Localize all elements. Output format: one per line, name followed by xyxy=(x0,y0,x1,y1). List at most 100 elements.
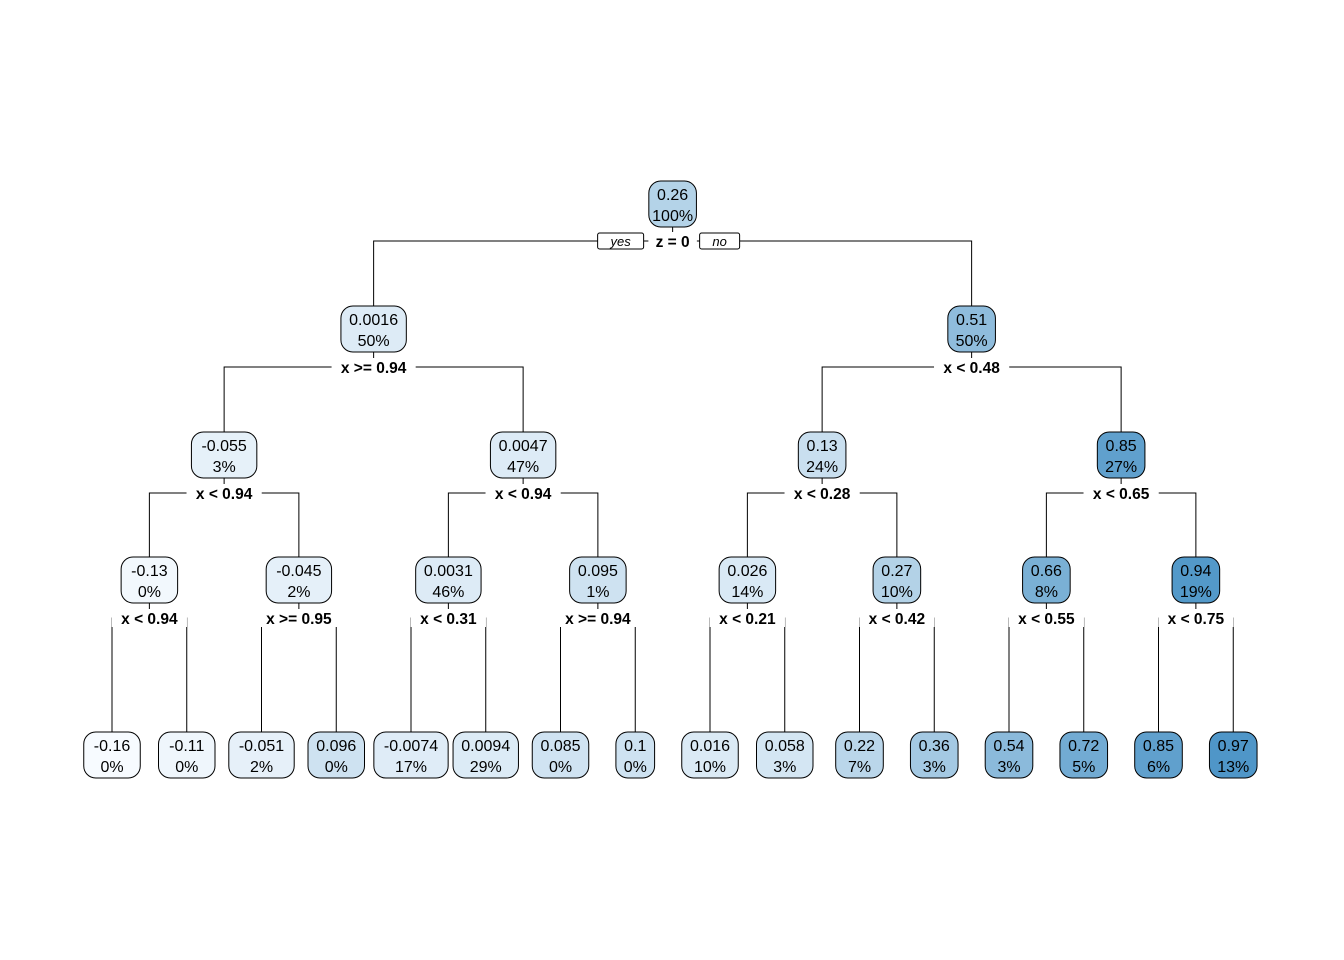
split-condition: x < 0.55 xyxy=(1018,611,1075,628)
node-box xyxy=(265,556,333,604)
split-label-bg xyxy=(1008,609,1084,627)
node-percent: 3% xyxy=(923,759,946,776)
edge-branch xyxy=(1158,617,1234,732)
split-node: 0.85 27% xyxy=(1096,431,1146,479)
node-value: 0.1 xyxy=(624,738,646,755)
node-percent: 14% xyxy=(731,584,763,601)
node-value: 0.058 xyxy=(765,738,805,755)
node-percent: 0% xyxy=(175,759,198,776)
split-label-bg xyxy=(256,609,341,627)
node-value: 0.94 xyxy=(1180,563,1211,580)
leaf-node: 0.725% xyxy=(1059,731,1109,779)
split-condition: x >= 0.95 xyxy=(266,611,332,628)
split-condition: x < 0.42 xyxy=(869,611,925,628)
node-percent: 46% xyxy=(432,584,464,601)
edge-branch xyxy=(560,617,636,732)
node-percent: 8% xyxy=(1035,584,1058,601)
split-label-bg xyxy=(648,232,697,250)
node-box xyxy=(797,431,847,479)
split-label-bg xyxy=(1083,484,1159,502)
node-box xyxy=(835,731,884,779)
split-condition: x < 0.75 xyxy=(1168,611,1225,628)
leaf-node: 0.10% xyxy=(615,731,656,779)
edge-branch xyxy=(709,617,786,732)
leaf-node: 0.058 3% xyxy=(756,731,814,779)
leaf-node: 0.085 0% xyxy=(531,731,590,779)
node-percent: 29% xyxy=(470,759,502,776)
node-value: 0.54 xyxy=(993,738,1024,755)
node-value: 0.85 xyxy=(1106,438,1137,455)
node-box xyxy=(83,731,141,779)
split-condition: x < 0.31 xyxy=(420,611,477,628)
node-percent: 13% xyxy=(1217,759,1249,776)
split-label-bg xyxy=(859,609,935,627)
node-percent: 0% xyxy=(624,759,647,776)
node-value: 0.0094 xyxy=(461,738,510,755)
split-node: 0.94 19% xyxy=(1171,556,1221,604)
split-label-bg xyxy=(1158,609,1234,627)
leaf-node: 0.543% xyxy=(984,731,1034,779)
node-percent: 100% xyxy=(652,208,693,225)
no-label-box xyxy=(699,232,741,250)
node-value: 0.026 xyxy=(727,563,767,580)
node-box xyxy=(190,431,258,479)
split-condition: x >= 0.94 xyxy=(565,611,631,628)
node-percent: 50% xyxy=(956,333,988,350)
node-box xyxy=(452,731,519,779)
node-box xyxy=(681,731,739,779)
node-box xyxy=(120,556,179,604)
edge-branch xyxy=(1008,617,1085,732)
edge-branch xyxy=(859,617,935,732)
node-percent: 0% xyxy=(138,584,161,601)
split-label-bg xyxy=(111,609,187,627)
node-percent: 2% xyxy=(250,759,273,776)
node-value: -0.11 xyxy=(169,738,204,755)
node-box xyxy=(373,731,449,779)
node-value: 0.085 xyxy=(540,738,580,755)
node-percent: 27% xyxy=(1105,459,1137,476)
node-value: 0.66 xyxy=(1031,563,1062,580)
node-value: -0.055 xyxy=(201,438,246,455)
node-box xyxy=(909,731,959,779)
split-condition: x >= 0.94 xyxy=(341,360,407,377)
node-value: 0.97 xyxy=(1218,738,1249,755)
split-condition: x < 0.94 xyxy=(495,486,552,503)
node-value: 0.0016 xyxy=(349,312,398,329)
node-value: 0.016 xyxy=(690,738,730,755)
node-box xyxy=(984,731,1034,779)
split-condition: x < 0.94 xyxy=(121,611,178,628)
leaf-node: 0.227% xyxy=(835,731,884,779)
node-box xyxy=(340,305,407,353)
split-node: 0.66 8% xyxy=(1022,556,1071,604)
node-value: -0.0074 xyxy=(384,738,438,755)
leaf-node: 0.0094 29% xyxy=(452,731,519,779)
node-percent: 7% xyxy=(848,759,871,776)
node-value: 0.096 xyxy=(316,738,356,755)
split-condition: x < 0.28 xyxy=(794,486,851,503)
node-percent: 3% xyxy=(773,759,796,776)
node-percent: 0% xyxy=(549,759,572,776)
node-percent: 3% xyxy=(213,459,236,476)
node-box xyxy=(718,556,777,604)
tree-edges xyxy=(111,227,1234,732)
node-box xyxy=(228,731,295,779)
split-label-bg xyxy=(784,484,860,502)
split-label-bg xyxy=(709,609,785,627)
edge-branch xyxy=(111,617,188,732)
node-box xyxy=(1134,731,1183,779)
node-percent: 19% xyxy=(1180,584,1212,601)
split-node: 0.026 14% xyxy=(718,556,777,604)
split-node: -0.055 3% xyxy=(190,431,258,479)
